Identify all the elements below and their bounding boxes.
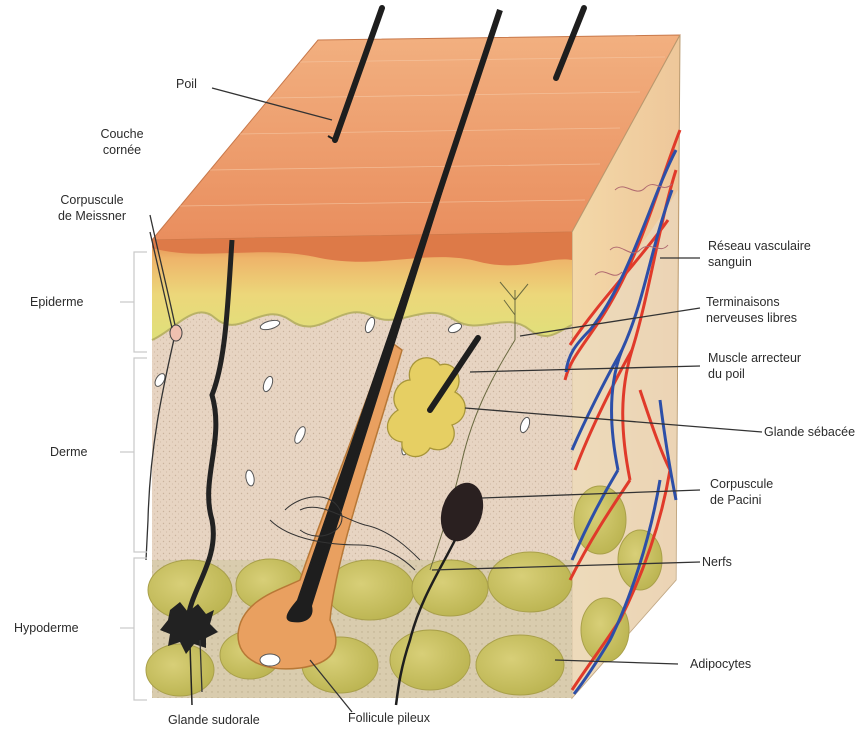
label-pacini-line1: Corpuscule: [710, 476, 773, 492]
label-muscle-line2: du poil: [708, 366, 801, 382]
label-glande-sudorale: Glande sudorale: [168, 712, 260, 728]
label-pacini-line2: de Pacini: [710, 492, 773, 508]
label-derme: Derme: [50, 444, 88, 460]
label-follicule-pileux: Follicule pileux: [348, 710, 430, 726]
label-glande-sebacee: Glande sébacée: [764, 424, 855, 440]
label-reseau-vasculaire: Réseau vasculaire sanguin: [708, 238, 811, 270]
label-epiderme: Epiderme: [30, 294, 84, 310]
label-meissner-line1: Corpuscule: [42, 192, 142, 208]
label-meissner-line2: de Meissner: [42, 208, 142, 224]
label-reseau-line1: Réseau vasculaire: [708, 238, 811, 254]
label-pacini: Corpuscule de Pacini: [710, 476, 773, 508]
label-couche-cornee: Couche cornée: [82, 126, 162, 158]
label-adipocytes: Adipocytes: [690, 656, 751, 672]
label-couche-cornee-line1: Couche: [82, 126, 162, 142]
label-hypoderme: Hypoderme: [14, 620, 79, 636]
label-reseau-line2: sanguin: [708, 254, 811, 270]
label-muscle-arrecteur: Muscle arrecteur du poil: [708, 350, 801, 382]
label-terminaisons-line1: Terminaisons: [706, 294, 797, 310]
label-couche-cornee-line2: cornée: [82, 142, 162, 158]
label-meissner: Corpuscule de Meissner: [42, 192, 142, 224]
label-nerfs: Nerfs: [702, 554, 732, 570]
layer-brackets: [120, 252, 147, 700]
label-terminaisons: Terminaisons nerveuses libres: [706, 294, 797, 326]
label-muscle-line1: Muscle arrecteur: [708, 350, 801, 366]
label-poil: Poil: [176, 76, 197, 92]
label-terminaisons-line2: nerveuses libres: [706, 310, 797, 326]
